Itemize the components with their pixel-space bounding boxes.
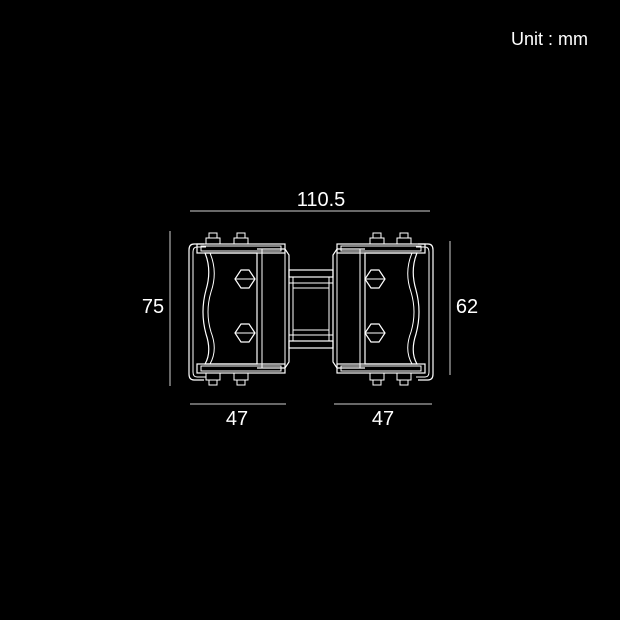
- unit-label: Unit : mm: [511, 29, 588, 49]
- dimension-right-width-label: 47: [372, 408, 394, 430]
- dimension-left-width-label: 47: [226, 408, 248, 430]
- dimension-overall-width-label: 110.5: [297, 189, 346, 211]
- dimension-overall-height-label: 75: [142, 296, 164, 318]
- dimension-left-width: 47: [190, 403, 286, 430]
- right-clamp: [332, 232, 434, 386]
- dimension-inner-height: 62: [449, 241, 478, 375]
- dimension-inner-height-label: 62: [456, 296, 478, 318]
- left-clamp: [188, 232, 290, 386]
- dimension-overall-height: 75: [142, 231, 171, 386]
- dimension-right-width: 47: [334, 403, 432, 430]
- dimension-overall-width: 110.5: [190, 189, 430, 212]
- center-connector: [288, 269, 334, 349]
